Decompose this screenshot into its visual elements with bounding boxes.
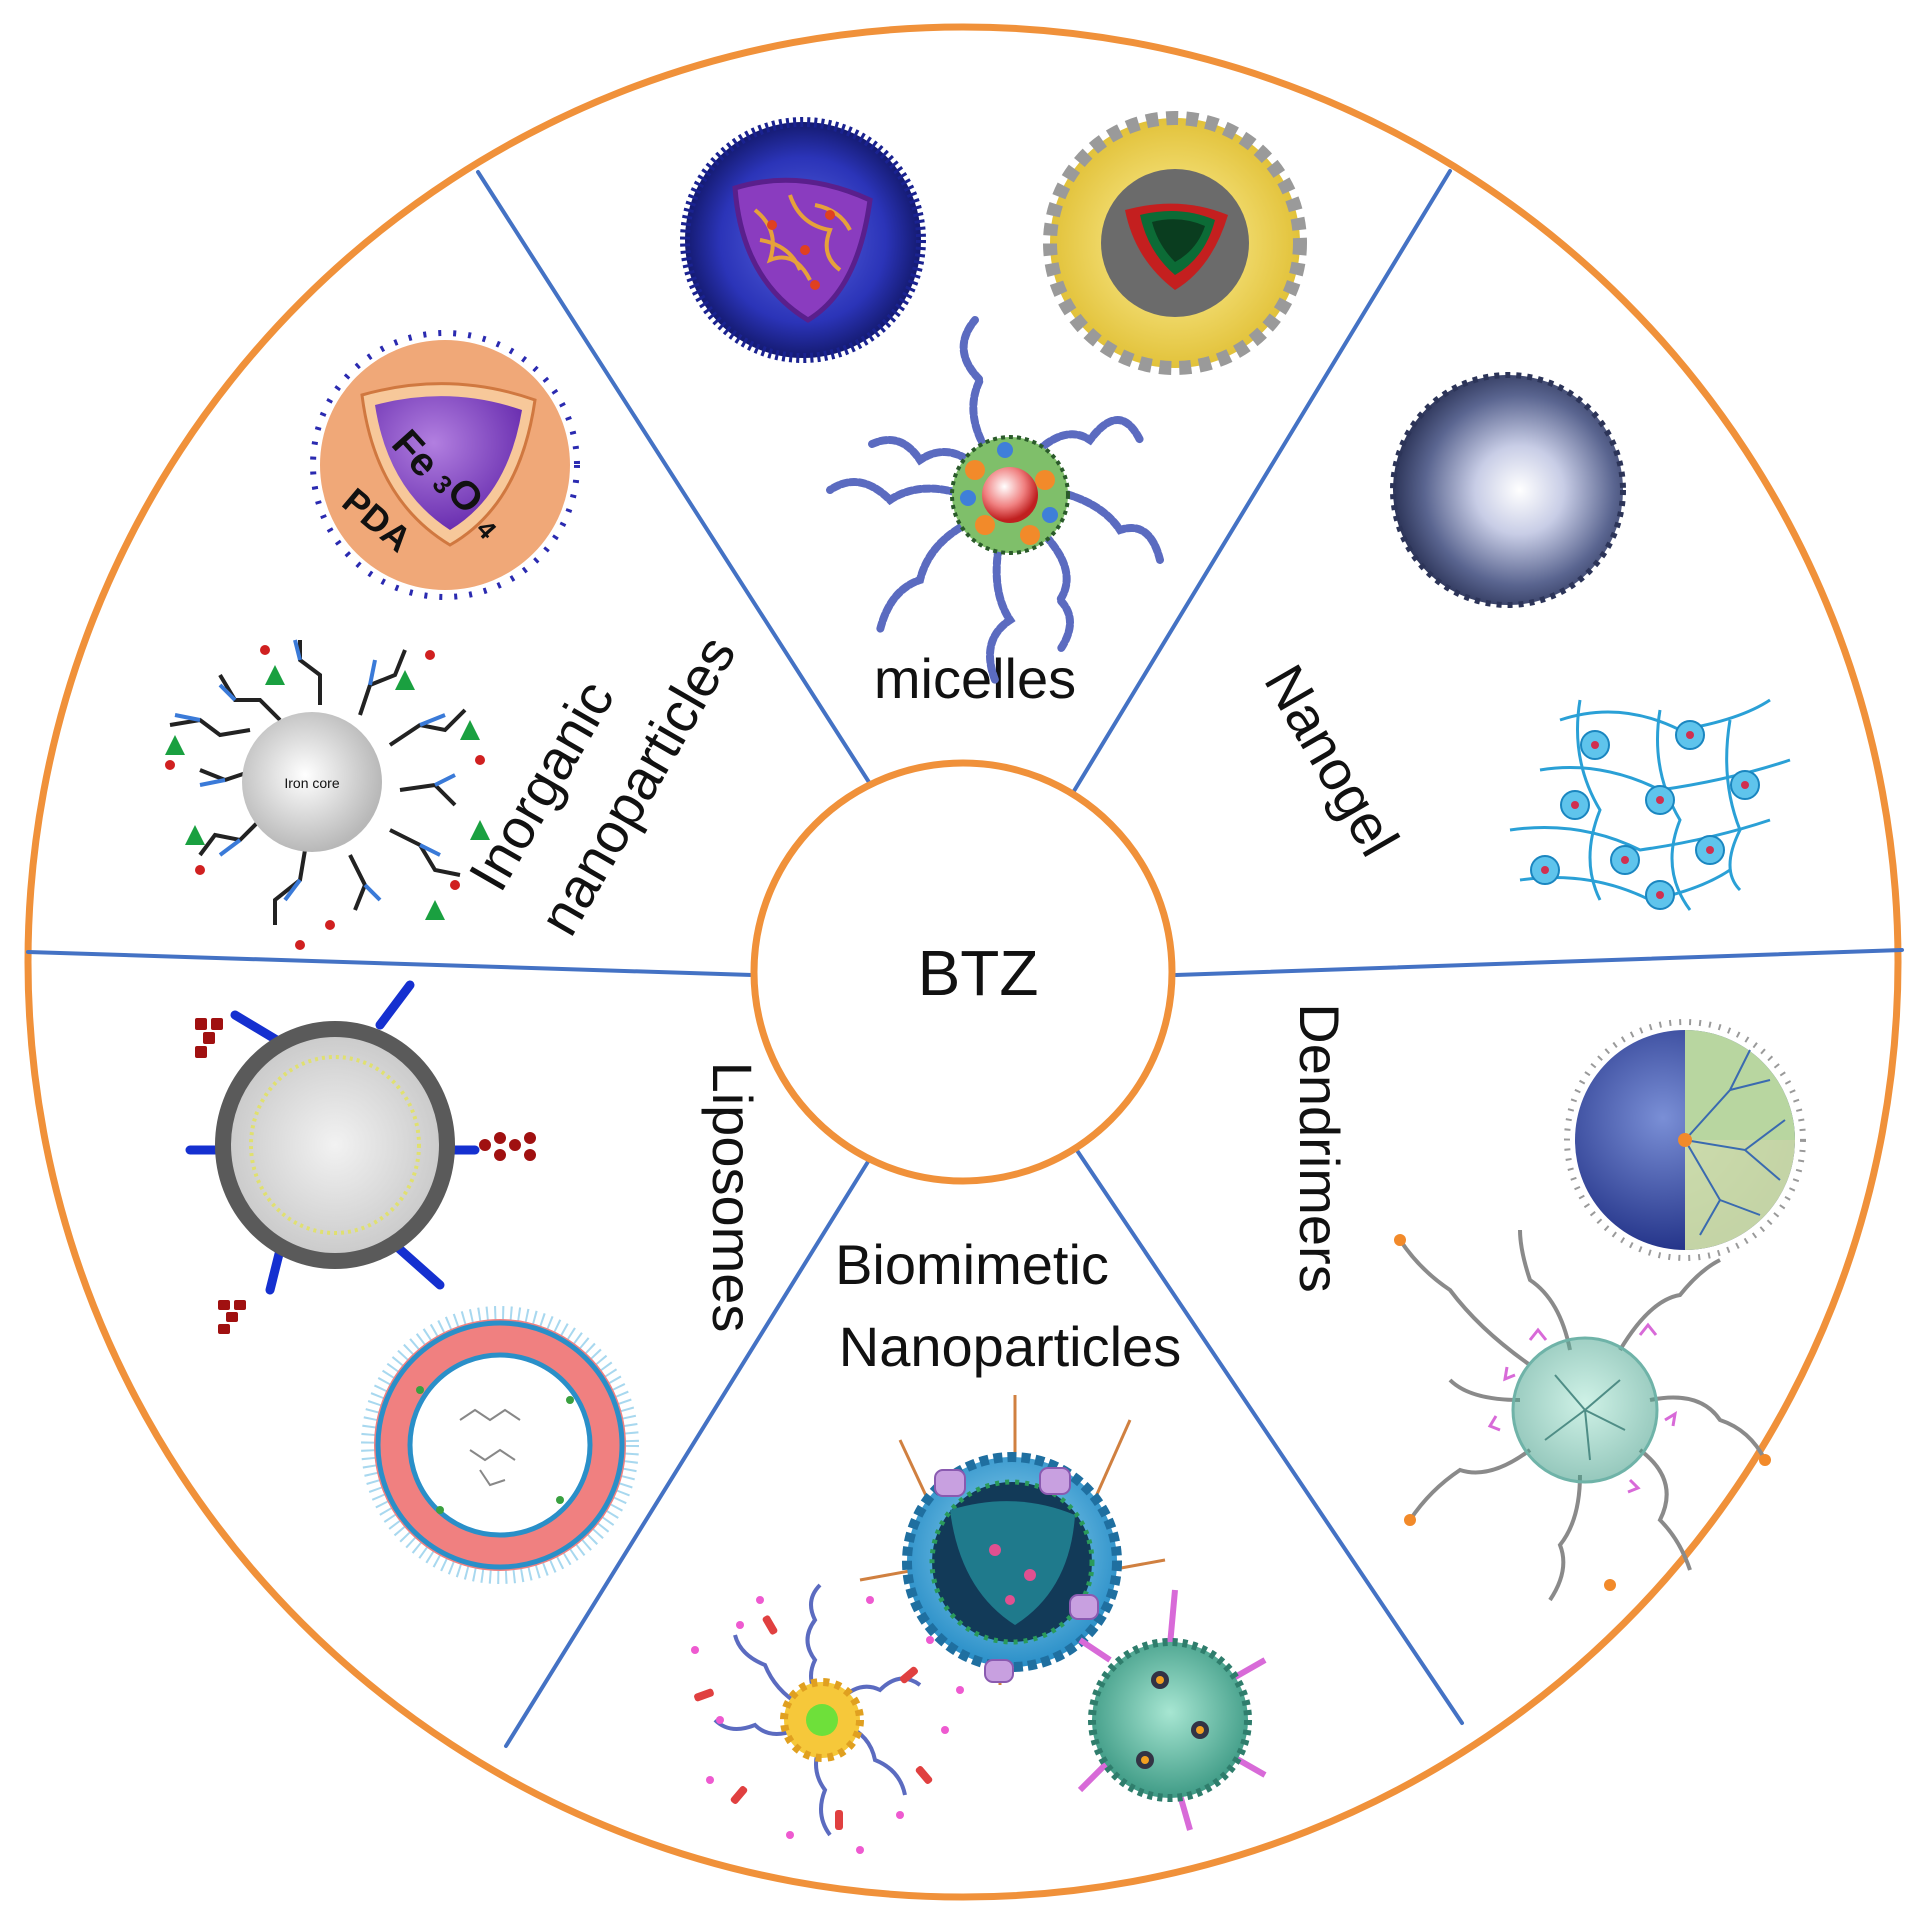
label-biomimetic-line2: Nanoparticles	[839, 1315, 1181, 1378]
inorganic-iron-core-illustration: Iron core	[165, 639, 490, 950]
divider-right	[1174, 948, 1904, 977]
label-micelles: micelles	[874, 647, 1076, 710]
iron-core-label: Iron core	[284, 775, 339, 791]
liposome-ring-illustration	[361, 1306, 639, 1584]
biomimetic-star-polymer-illustration	[691, 1583, 964, 1854]
liposome-targeted-illustration	[185, 980, 536, 1334]
inorganic-fe3o4-pda-illustration: Fe 3 O 4 PDA	[310, 330, 580, 600]
biomimetic-virus-illustration	[1077, 1589, 1267, 1831]
divider-left	[26, 950, 754, 977]
divider-upper-left	[476, 170, 876, 792]
segment-dividers	[26, 169, 1904, 1748]
label-biomimetic-line1: Biomimetic	[835, 1233, 1109, 1296]
nanogel-network-illustration	[1509, 698, 1791, 911]
divider-lower-left	[504, 1150, 876, 1748]
micelle-blue-sphere-illustration	[680, 117, 926, 363]
label-dendrimers: Dendrimers	[1288, 1003, 1351, 1292]
micelle-yellow-corona-illustration	[1043, 111, 1307, 375]
dendrimer-pegylated-illustration	[1394, 1229, 1771, 1602]
label-liposomes: Liposomes	[701, 1062, 764, 1333]
center-circle	[750, 759, 1176, 1185]
dendrimer-cutaway-illustration	[1564, 1019, 1806, 1261]
biomimetic-cell-membrane-illustration	[859, 1395, 1166, 1685]
nanogel-sphere-illustration	[1390, 372, 1626, 608]
micelle-star-polymer-illustration	[826, 316, 1164, 684]
divider-upper-right	[1072, 169, 1452, 793]
center-label: BTZ	[918, 937, 1039, 1009]
divider-lower-right	[1072, 1144, 1464, 1725]
